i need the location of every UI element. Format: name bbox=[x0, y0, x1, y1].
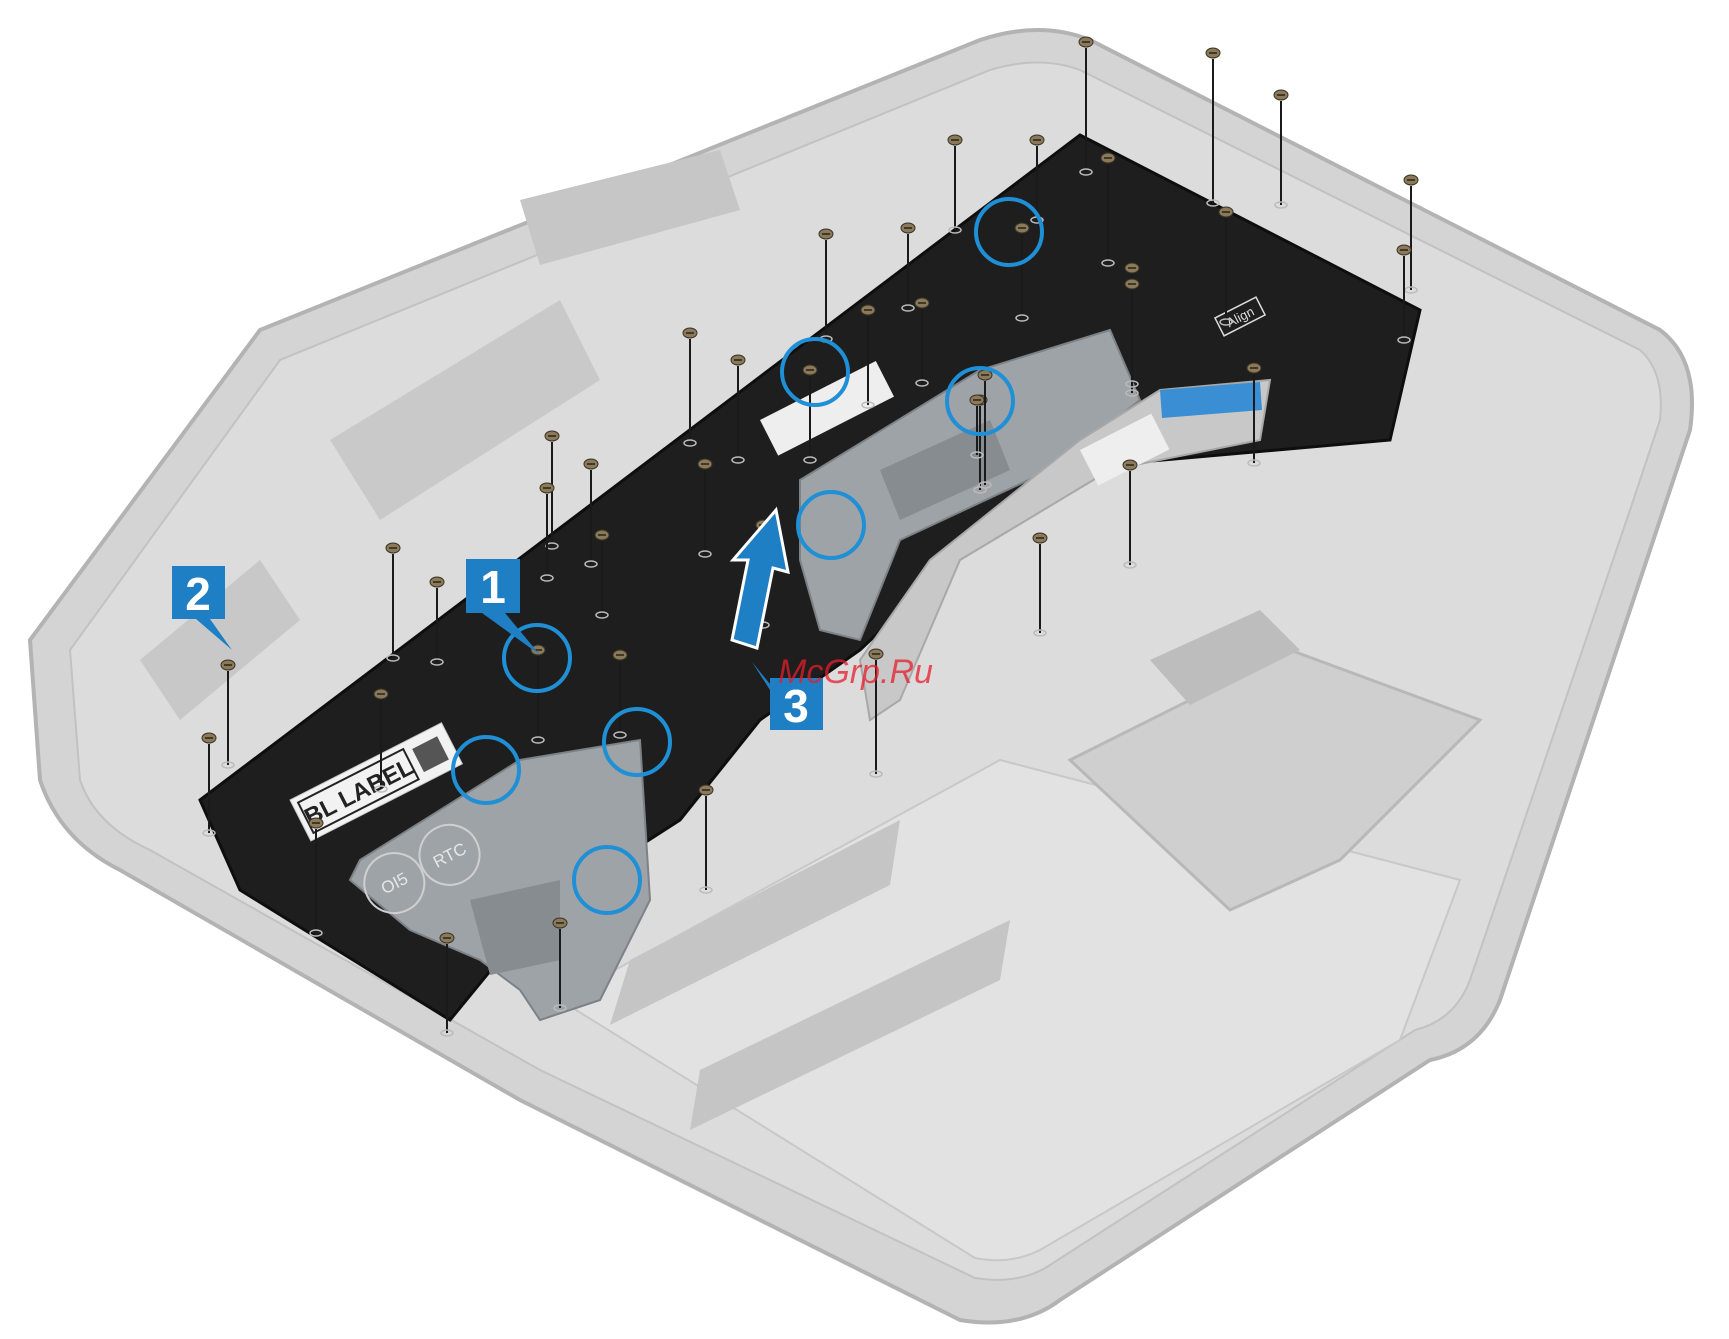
callout-step-2-number: 2 bbox=[185, 568, 211, 620]
watermark-text: McGrp.Ru bbox=[778, 653, 933, 691]
callout-step-1-number: 1 bbox=[480, 561, 506, 613]
